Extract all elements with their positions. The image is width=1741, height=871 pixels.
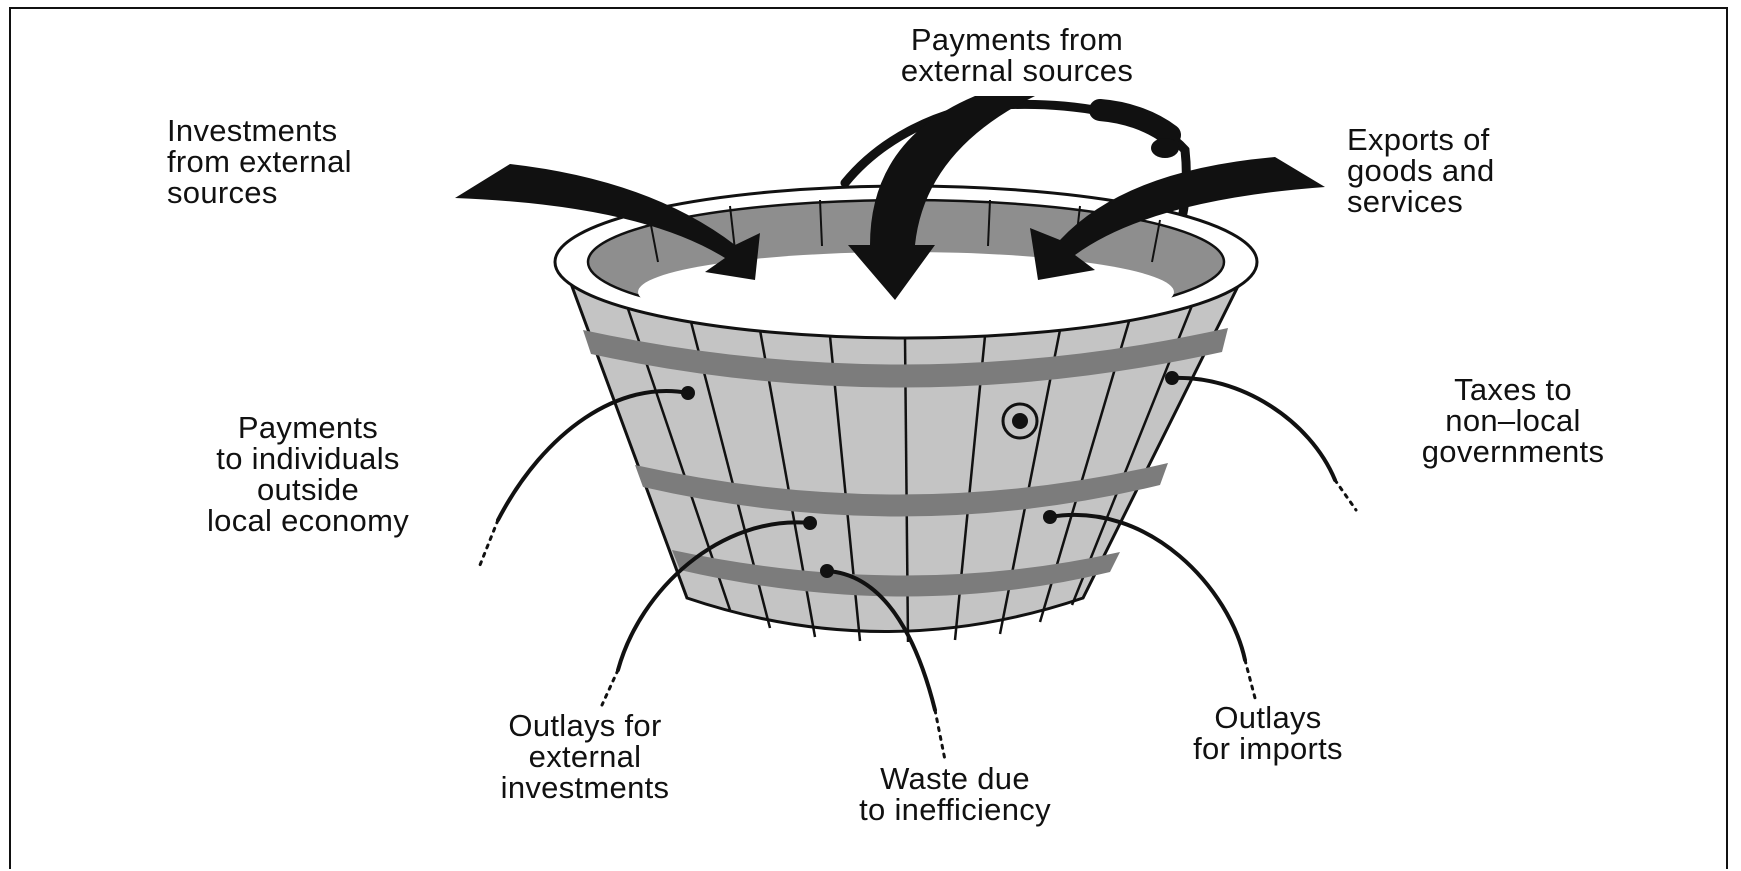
- label-line: non–local: [1445, 403, 1581, 438]
- label-line: external: [528, 739, 642, 774]
- leak-stream-outlays-imports: [1043, 510, 1257, 700]
- label-line: to inefficiency: [859, 792, 1051, 827]
- label-line: Taxes to: [1454, 372, 1572, 407]
- label-line: to individuals: [216, 441, 400, 476]
- label-line: Payments: [237, 410, 379, 445]
- label-line: for imports: [1193, 731, 1343, 766]
- arrow-icon-payments: [848, 96, 1035, 300]
- label-line: Waste due: [880, 761, 1030, 796]
- leak-stream-waste: [820, 564, 947, 762]
- label-line: investments: [500, 770, 670, 805]
- label-line: Exports of: [1347, 122, 1490, 157]
- label-line: Outlays for: [508, 708, 662, 743]
- label-line: sources: [167, 175, 278, 210]
- label-payments-individuals: Payments to individuals outside local ec…: [128, 412, 488, 536]
- label-line: goods and: [1347, 153, 1495, 188]
- label-line: local economy: [206, 503, 410, 538]
- label-line: governments: [1421, 434, 1605, 469]
- label-exports: Exports of goods and services: [1347, 124, 1495, 217]
- label-line: Payments from: [910, 22, 1124, 57]
- arrow-icon-investments: [455, 164, 760, 280]
- label-waste: Waste due to inefficiency: [790, 763, 1120, 825]
- label-payments-external: Payments from external sources: [812, 24, 1222, 86]
- label-line: services: [1347, 184, 1464, 219]
- label-line: from external: [167, 144, 352, 179]
- leak-stream-outlays-investments: [600, 516, 817, 707]
- label-line: Investments: [167, 113, 338, 148]
- label-outlays-investments: Outlays for external investments: [440, 710, 730, 803]
- figure-frame: [9, 7, 1728, 869]
- leak-stream-taxes: [1165, 371, 1358, 512]
- label-investments-external: Investments from external sources: [167, 115, 352, 208]
- label-line: external sources: [900, 53, 1134, 88]
- leak-stream-payments-individuals: [476, 386, 695, 572]
- label-outlays-imports: Outlays for imports: [1128, 702, 1408, 764]
- arrow-icon-exports: [1030, 157, 1325, 280]
- label-taxes: Taxes to non–local governments: [1358, 374, 1668, 467]
- label-line: Outlays: [1214, 700, 1322, 735]
- label-line: outside: [256, 472, 360, 507]
